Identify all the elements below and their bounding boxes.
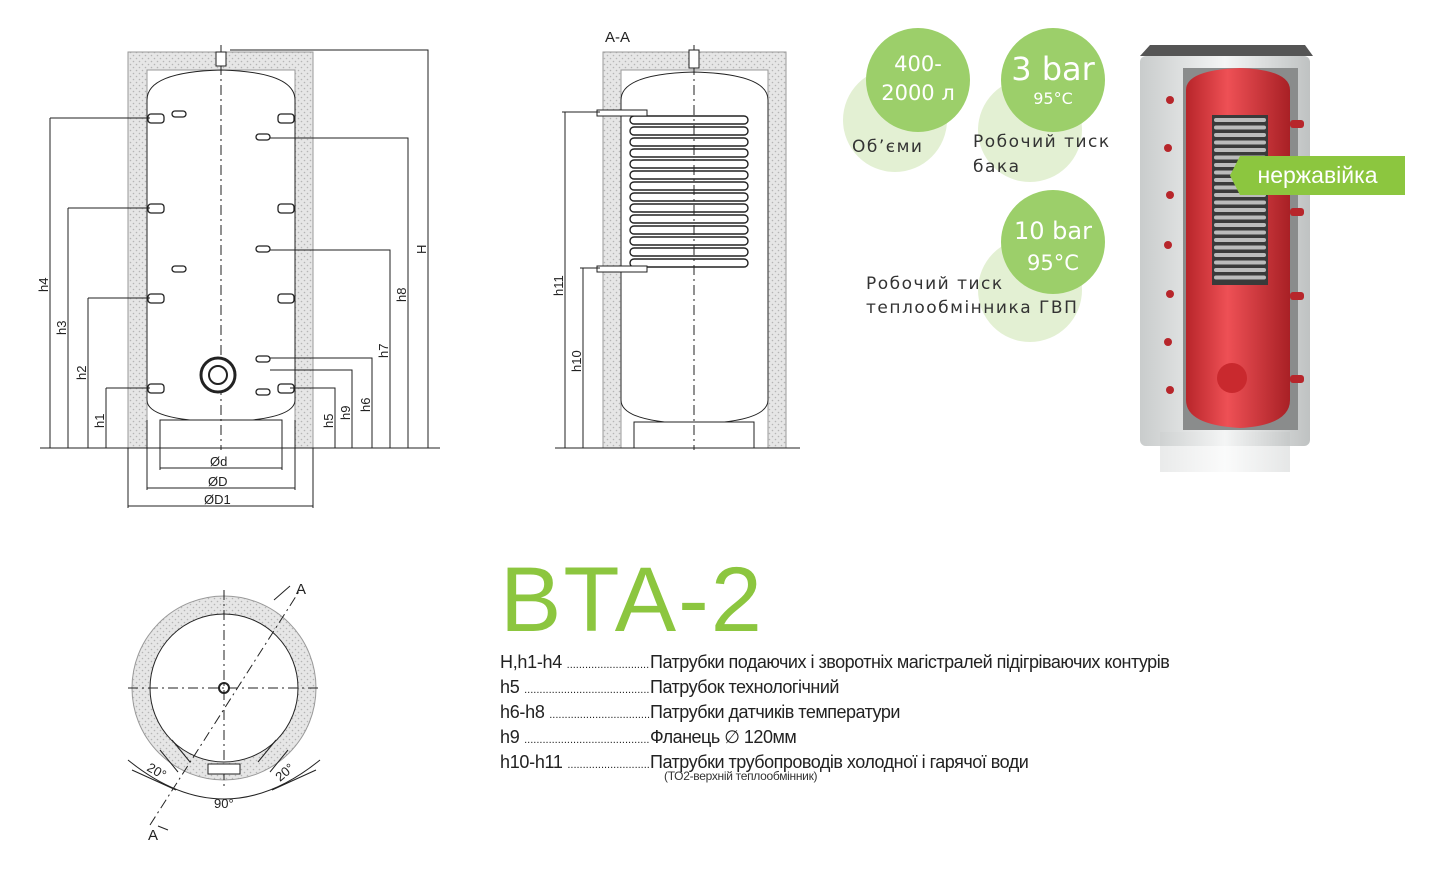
dim-h2: h2 xyxy=(74,366,89,380)
coil-turn xyxy=(629,159,749,169)
spec-volume-value: 400- xyxy=(894,52,942,76)
legend-row: h6-h8 ..................................… xyxy=(500,702,900,722)
spec-tank-temp: 95°C xyxy=(1033,89,1073,108)
section-view-labels: A-A h11 h10 xyxy=(551,29,630,372)
legend-row: H,h1-h4 ................................… xyxy=(500,652,1170,672)
angle-bottom: 90° xyxy=(214,796,234,811)
spec-hx-temp: 95°C xyxy=(1027,251,1079,275)
dim-h8: h8 xyxy=(394,288,409,302)
section-view xyxy=(555,45,800,450)
coil-turn xyxy=(629,214,749,224)
legend-desc: Патрубок технологічний xyxy=(650,677,839,697)
dim-d: Ød xyxy=(210,454,227,469)
coil-turn xyxy=(1214,118,1266,122)
dim-H: H xyxy=(414,245,429,254)
top-view xyxy=(127,585,321,831)
coil-turn xyxy=(1214,230,1266,235)
coil-turn xyxy=(1214,148,1266,152)
coil-turn xyxy=(1214,260,1266,265)
coil-turn xyxy=(629,236,749,246)
front-view xyxy=(40,45,440,508)
coil-turn xyxy=(629,225,749,235)
section-label: A-A xyxy=(605,29,630,46)
stainless-badge: нержавійка xyxy=(1230,156,1405,195)
coil-turn xyxy=(1214,253,1266,257)
legend-key: h6-h8 xyxy=(500,702,545,722)
section-mark-a-top: A xyxy=(296,581,306,598)
dim-h11: h11 xyxy=(551,275,566,296)
coil-turn xyxy=(1214,215,1266,220)
coil-turn xyxy=(1214,245,1266,250)
front-view-labels: h4 h3 h2 h1 h5 h9 h6 h7 h8 H Ød ØD ØD1 xyxy=(36,245,429,507)
coil-turn xyxy=(1214,140,1266,145)
legend-key: H,h1-h4 xyxy=(500,652,562,672)
spec-volume-unit: 2000 л xyxy=(881,81,955,105)
legend-key: h9 xyxy=(500,727,520,747)
coil-turn xyxy=(629,192,749,202)
dim-h4: h4 xyxy=(36,278,51,292)
coil-turn xyxy=(629,126,749,136)
spec-hx-caption: Робочий тиск xyxy=(866,274,1004,294)
dim-h9: h9 xyxy=(338,406,353,420)
coil-turn xyxy=(1214,133,1266,137)
legend-note: (ТО2-верхній теплообмінник) xyxy=(664,769,818,783)
coil-turn xyxy=(1214,200,1266,205)
dim-h7: h7 xyxy=(376,344,391,358)
dim-D: ØD xyxy=(208,474,228,489)
coil-turn xyxy=(1214,238,1266,242)
coil-turn xyxy=(629,203,749,213)
coil-turn xyxy=(629,181,749,191)
coil-turn xyxy=(1214,268,1266,272)
legend-row: h9 .....................................… xyxy=(500,727,797,747)
dim-h6: h6 xyxy=(358,398,373,412)
legend-desc: Фланець ∅ 120мм xyxy=(650,727,797,747)
dim-D1: ØD1 xyxy=(204,492,231,507)
coil-turn xyxy=(1214,125,1266,130)
spec-tank-caption-2: бака xyxy=(973,157,1021,177)
dim-h10: h10 xyxy=(569,350,584,372)
model-title: BTA-2 xyxy=(500,549,764,651)
angle-left: 20° xyxy=(145,760,170,783)
coil-turn xyxy=(1214,275,1266,280)
coil-turn xyxy=(629,115,749,125)
dim-h5: h5 xyxy=(321,414,336,428)
legend-desc: Патрубки датчиків температури xyxy=(650,702,900,722)
spec-tank-caption: Робочий тиск xyxy=(973,132,1111,152)
legend-desc: Патрубки трубопроводів холодної і гарячо… xyxy=(650,752,1029,772)
coil-turn xyxy=(629,170,749,180)
coil-turn xyxy=(629,258,749,268)
section-mark-a-bottom: A xyxy=(148,827,158,844)
legend-row: h5 .....................................… xyxy=(500,677,839,697)
coil-turn xyxy=(1214,208,1266,212)
spec-volume-caption: Об’єми xyxy=(852,137,923,157)
spec-tank-pressure-value: 3 bar xyxy=(1011,50,1095,88)
connections-legend: H,h1-h4 ................................… xyxy=(500,650,1170,783)
dim-h1: h1 xyxy=(92,414,107,428)
tank-product-image xyxy=(1140,45,1313,472)
dim-h3: h3 xyxy=(54,321,69,335)
coil-turn xyxy=(629,137,749,147)
spec-bubbles: 400- 2000 л Об’єми 3 bar 95°C Робочий ти… xyxy=(843,28,1111,342)
spec-hx-pressure-value: 10 bar xyxy=(1014,217,1092,245)
legend-key: h5 xyxy=(500,677,520,697)
coil-turn xyxy=(629,148,749,158)
coil-turn xyxy=(629,247,749,257)
legend-desc: Патрубки подаючих і зворотніх магістрале… xyxy=(650,652,1170,672)
legend-row: h10-h11 ................................… xyxy=(500,752,1029,772)
legend-key: h10-h11 xyxy=(500,752,563,772)
spec-hx-caption-2: теплообмінника ГВП xyxy=(866,298,1078,318)
coil-turn xyxy=(1214,223,1266,227)
